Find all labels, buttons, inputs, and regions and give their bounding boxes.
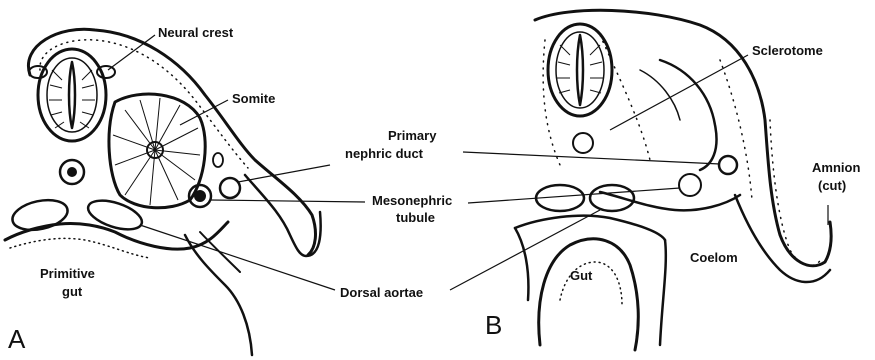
panel-a-splanchnic-line bbox=[185, 235, 252, 355]
panel-b-neural-tube-inner bbox=[556, 32, 604, 108]
leader-mesonephric-tubule-b bbox=[468, 188, 680, 203]
panel-b-gut-tube bbox=[539, 239, 639, 350]
panel-a-neural-crest-right bbox=[97, 66, 115, 78]
label-primary-nephric-duct-line1: Primary bbox=[388, 128, 437, 143]
label-primary-nephric-duct-line2: nephric duct bbox=[345, 146, 424, 161]
panel-a-dorsal-aorta-left bbox=[10, 195, 71, 234]
leader-mesonephric-tubule-a bbox=[211, 200, 365, 202]
panel-b-gut-left-wall bbox=[515, 228, 528, 300]
label-dorsal-aortae: Dorsal aortae bbox=[340, 285, 423, 300]
panel-b-gut-right-wall bbox=[660, 240, 666, 345]
panel-b-amnion-dots bbox=[770, 120, 822, 266]
label-mesonephric-tubule-line1: Mesonephric bbox=[372, 193, 452, 208]
panel-a-primary-nephric-duct bbox=[220, 178, 240, 198]
label-gut: Gut bbox=[570, 268, 593, 283]
panel-b-dorsal-aorta-right bbox=[590, 185, 634, 211]
panel-a-neural-striations bbox=[49, 70, 95, 128]
panel-a-drawing bbox=[5, 29, 321, 355]
panel-a-neural-tube-inner bbox=[47, 58, 97, 132]
panel-a-mesonephric-tubule-core bbox=[194, 190, 206, 202]
panel-b-drawing bbox=[515, 10, 831, 350]
panel-a-ventral-outline bbox=[5, 222, 228, 249]
label-coelom: Coelom bbox=[690, 250, 738, 265]
label-neural-crest: Neural crest bbox=[158, 25, 234, 40]
panel-a-ectoderm-dots bbox=[40, 40, 248, 168]
panel-b-notochord bbox=[573, 133, 593, 153]
panel-b-ventral-curve bbox=[515, 216, 665, 240]
label-amnion-line1: Amnion bbox=[812, 160, 860, 175]
panel-a-neural-canal bbox=[69, 62, 75, 128]
panel-a-neural-crest-left bbox=[29, 66, 47, 78]
label-primitive-gut-line2: gut bbox=[62, 284, 83, 299]
panel-b-leader-lines bbox=[450, 55, 828, 290]
panel-a-notochord-core bbox=[67, 167, 77, 177]
panel-letter-a: A bbox=[8, 324, 26, 354]
panel-b-primary-nephric-duct bbox=[719, 156, 737, 174]
panel-a-lateral-fold bbox=[245, 175, 321, 256]
panel-a-somite-striations bbox=[113, 98, 200, 205]
label-mesonephric-tubule-line2: tubule bbox=[396, 210, 435, 225]
leader-neural-crest bbox=[108, 35, 155, 70]
panel-b-neural-striations bbox=[557, 45, 603, 93]
label-somite: Somite bbox=[232, 91, 275, 106]
panel-a-small-vessel bbox=[213, 153, 223, 167]
panel-a-gut-endoderm bbox=[10, 238, 150, 258]
panel-b-neural-canal bbox=[577, 35, 583, 105]
panel-letter-b: B bbox=[485, 310, 502, 340]
leader-primary-nephric-duct-b bbox=[463, 152, 720, 164]
label-primitive-gut-line1: Primitive bbox=[40, 266, 95, 281]
label-sclerotome: Sclerotome bbox=[752, 43, 823, 58]
label-amnion-line2: (cut) bbox=[818, 178, 846, 193]
panel-b-mesenchyme-dots bbox=[543, 35, 752, 200]
leader-dorsal-aortae-a bbox=[140, 225, 335, 290]
panel-a-dorsal-aorta-right bbox=[85, 195, 146, 235]
panel-b-body-wall bbox=[600, 192, 740, 210]
leader-primary-nephric-duct bbox=[238, 165, 330, 182]
panel-b-mesonephric-tubule bbox=[679, 174, 701, 196]
